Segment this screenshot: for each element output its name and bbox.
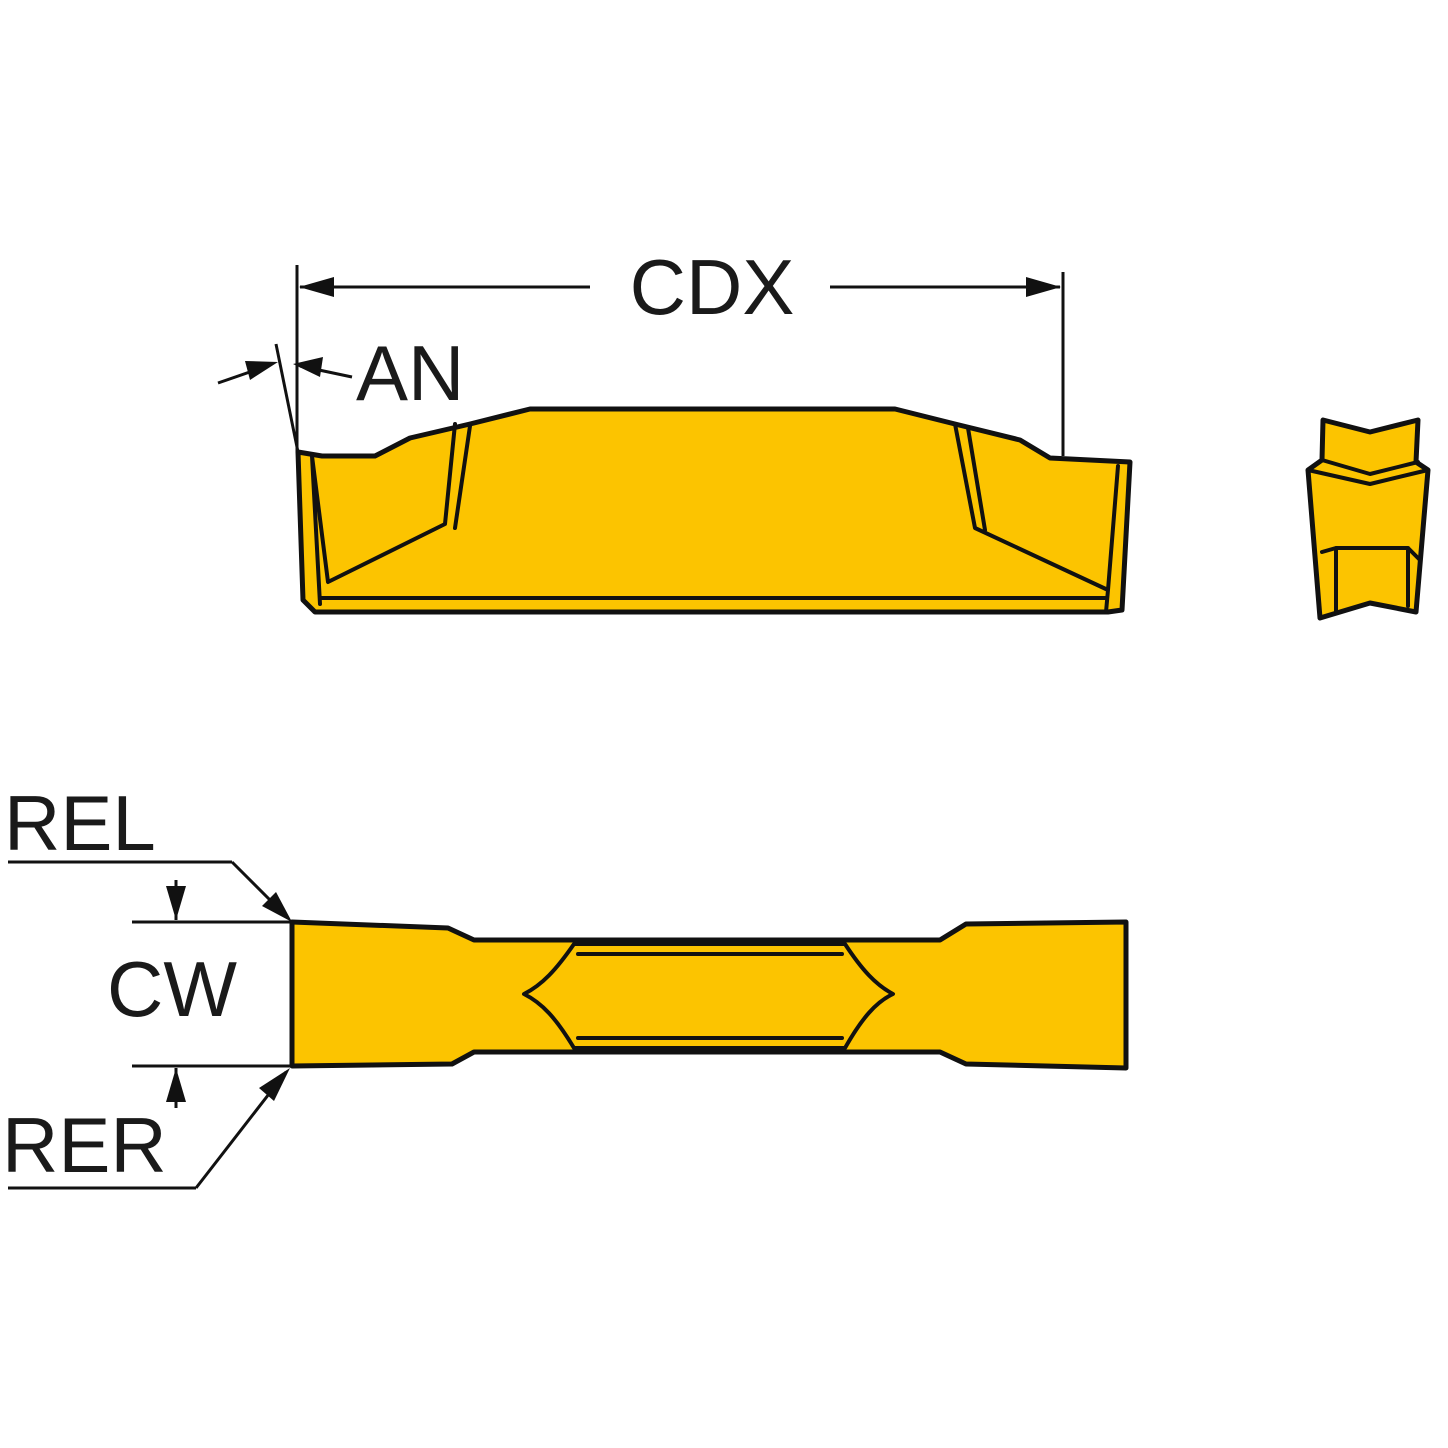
cdx-label: CDX xyxy=(630,243,795,331)
cdx-arrow-right xyxy=(1026,277,1061,297)
end-view-facets xyxy=(1306,458,1430,614)
cw-arrow-top xyxy=(166,886,186,920)
an-arrow-left xyxy=(245,361,278,380)
rer-arrow xyxy=(259,1068,290,1101)
insert-end-view xyxy=(1305,417,1431,621)
side-view-right-facet xyxy=(953,422,1120,614)
cdx-dimension: CDX xyxy=(295,243,1065,456)
cdx-arrow-left xyxy=(299,277,334,297)
cw-label: CW xyxy=(107,945,237,1033)
side-view-left-facet xyxy=(310,422,472,606)
an-dimension: AN xyxy=(217,329,464,453)
top-view-chip-breaker xyxy=(522,942,895,1050)
top-view-body xyxy=(289,919,1129,1071)
an-reference-line xyxy=(274,343,300,453)
an-arrow-right xyxy=(293,357,323,377)
rel-arrow xyxy=(262,892,292,922)
insert-side-view xyxy=(295,406,1133,615)
rer-dimension: RER xyxy=(2,1068,290,1190)
side-view-body xyxy=(295,406,1133,615)
an-label: AN xyxy=(356,329,464,417)
cw-dimension: CW xyxy=(107,880,292,1108)
rel-dimension: REL xyxy=(4,779,292,922)
rel-label: REL xyxy=(4,779,156,867)
insert-top-view xyxy=(289,919,1129,1071)
cw-arrow-bottom xyxy=(166,1068,186,1102)
rer-label: RER xyxy=(2,1101,167,1189)
